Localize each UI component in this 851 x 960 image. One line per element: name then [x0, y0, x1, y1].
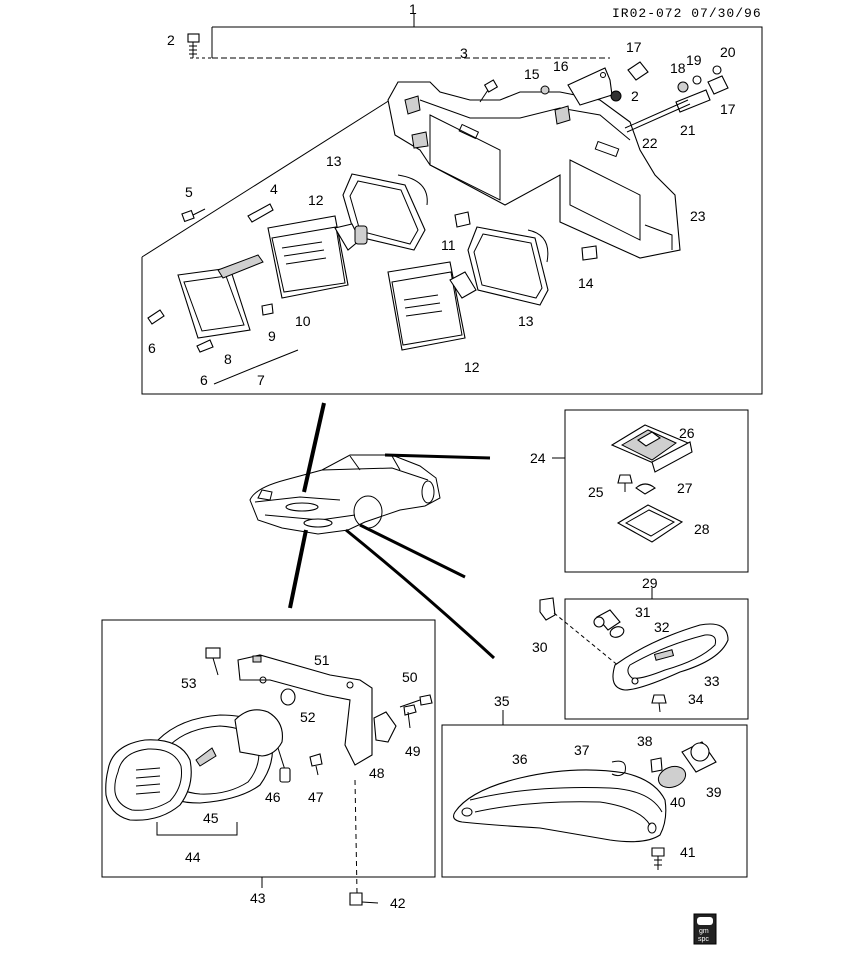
callout-44: 44: [185, 849, 201, 865]
callout-23: 23: [690, 208, 706, 224]
callout-47: 47: [308, 789, 324, 805]
callout-6: 6: [148, 340, 156, 356]
callout-53: 53: [181, 675, 197, 691]
callout-6b: 6: [200, 372, 208, 388]
callout-27: 27: [677, 480, 693, 496]
headlamp-bulb-lower: [387, 261, 466, 351]
svg-text:spc: spc: [698, 936, 709, 943]
callout-13: 13: [326, 153, 342, 169]
callout-17: 17: [626, 39, 642, 55]
callout-18: 18: [670, 60, 686, 76]
callout-1: 1: [409, 1, 417, 17]
callout-11: 11: [441, 237, 456, 253]
turn-signal-lens: [453, 769, 667, 843]
callout-40: 40: [670, 794, 686, 810]
callout-41: 41: [680, 844, 696, 860]
callout-12b: 12: [464, 359, 480, 375]
callout-42: 42: [390, 895, 406, 911]
callout-34: 34: [688, 691, 704, 707]
callout-12: 12: [308, 192, 324, 208]
callout-45: 45: [203, 810, 219, 826]
vehicle-outline: [249, 402, 496, 660]
callout-25: 25: [588, 484, 604, 500]
callout-8: 8: [224, 351, 232, 367]
sealed-beam-lens-lower: [467, 226, 549, 306]
license-lamp-panel: [552, 409, 749, 573]
callout-33: 33: [704, 673, 720, 689]
callout-48: 48: [369, 765, 385, 781]
headlamp-assembly-panel: [141, 13, 763, 395]
callout-36: 36: [512, 751, 528, 767]
callout-2: 2: [167, 32, 175, 48]
callout-26: 26: [679, 425, 695, 441]
callout-51: 51: [314, 652, 330, 668]
callout-2b: 2: [631, 88, 639, 104]
callout-5: 5: [185, 184, 193, 200]
callout-37: 37: [574, 742, 590, 758]
callout-14: 14: [578, 275, 594, 291]
callout-49: 49: [405, 743, 421, 759]
callout-19: 19: [686, 52, 702, 68]
callout-labels: 1 2 2 3 4 5 6 6 7 8 9 10 11 12 12 13 13 …: [148, 1, 736, 911]
turn-signal-panel: [441, 710, 748, 878]
callout-46: 46: [265, 789, 281, 805]
retaining-ring: [177, 267, 251, 339]
callout-28: 28: [694, 521, 710, 537]
callout-50: 50: [402, 669, 418, 685]
callout-38: 38: [637, 733, 653, 749]
fog-lamp-bracket: [237, 654, 373, 766]
callout-9: 9: [268, 328, 276, 344]
callout-13b: 13: [518, 313, 534, 329]
callout-22: 22: [642, 135, 658, 151]
callout-32: 32: [654, 619, 670, 635]
fog-lamp-panel: [101, 619, 436, 906]
callout-3: 3: [460, 45, 468, 61]
callout-31: 31: [635, 604, 651, 620]
callout-21: 21: [680, 122, 696, 138]
diagram-code: IR02-072 07/30/96: [612, 6, 762, 21]
headlamp-bulb-upper: [267, 215, 349, 299]
callout-43: 43: [250, 890, 266, 906]
callout-24: 24: [530, 450, 546, 466]
callout-39: 39: [706, 784, 722, 800]
callout-29: 29: [642, 575, 658, 591]
gm-spc-logo: gm spc: [693, 913, 717, 945]
callout-17b: 17: [720, 101, 736, 117]
callout-10: 10: [295, 313, 311, 329]
callout-16: 16: [553, 58, 569, 74]
callout-35: 35: [494, 693, 510, 709]
callout-7: 7: [257, 372, 265, 388]
callout-20: 20: [720, 44, 736, 60]
svg-text:gm: gm: [699, 928, 709, 935]
callout-15: 15: [524, 66, 540, 82]
callout-52: 52: [300, 709, 316, 725]
side-marker-panel: [539, 588, 749, 720]
callout-30: 30: [532, 639, 548, 655]
callout-4: 4: [270, 181, 278, 197]
